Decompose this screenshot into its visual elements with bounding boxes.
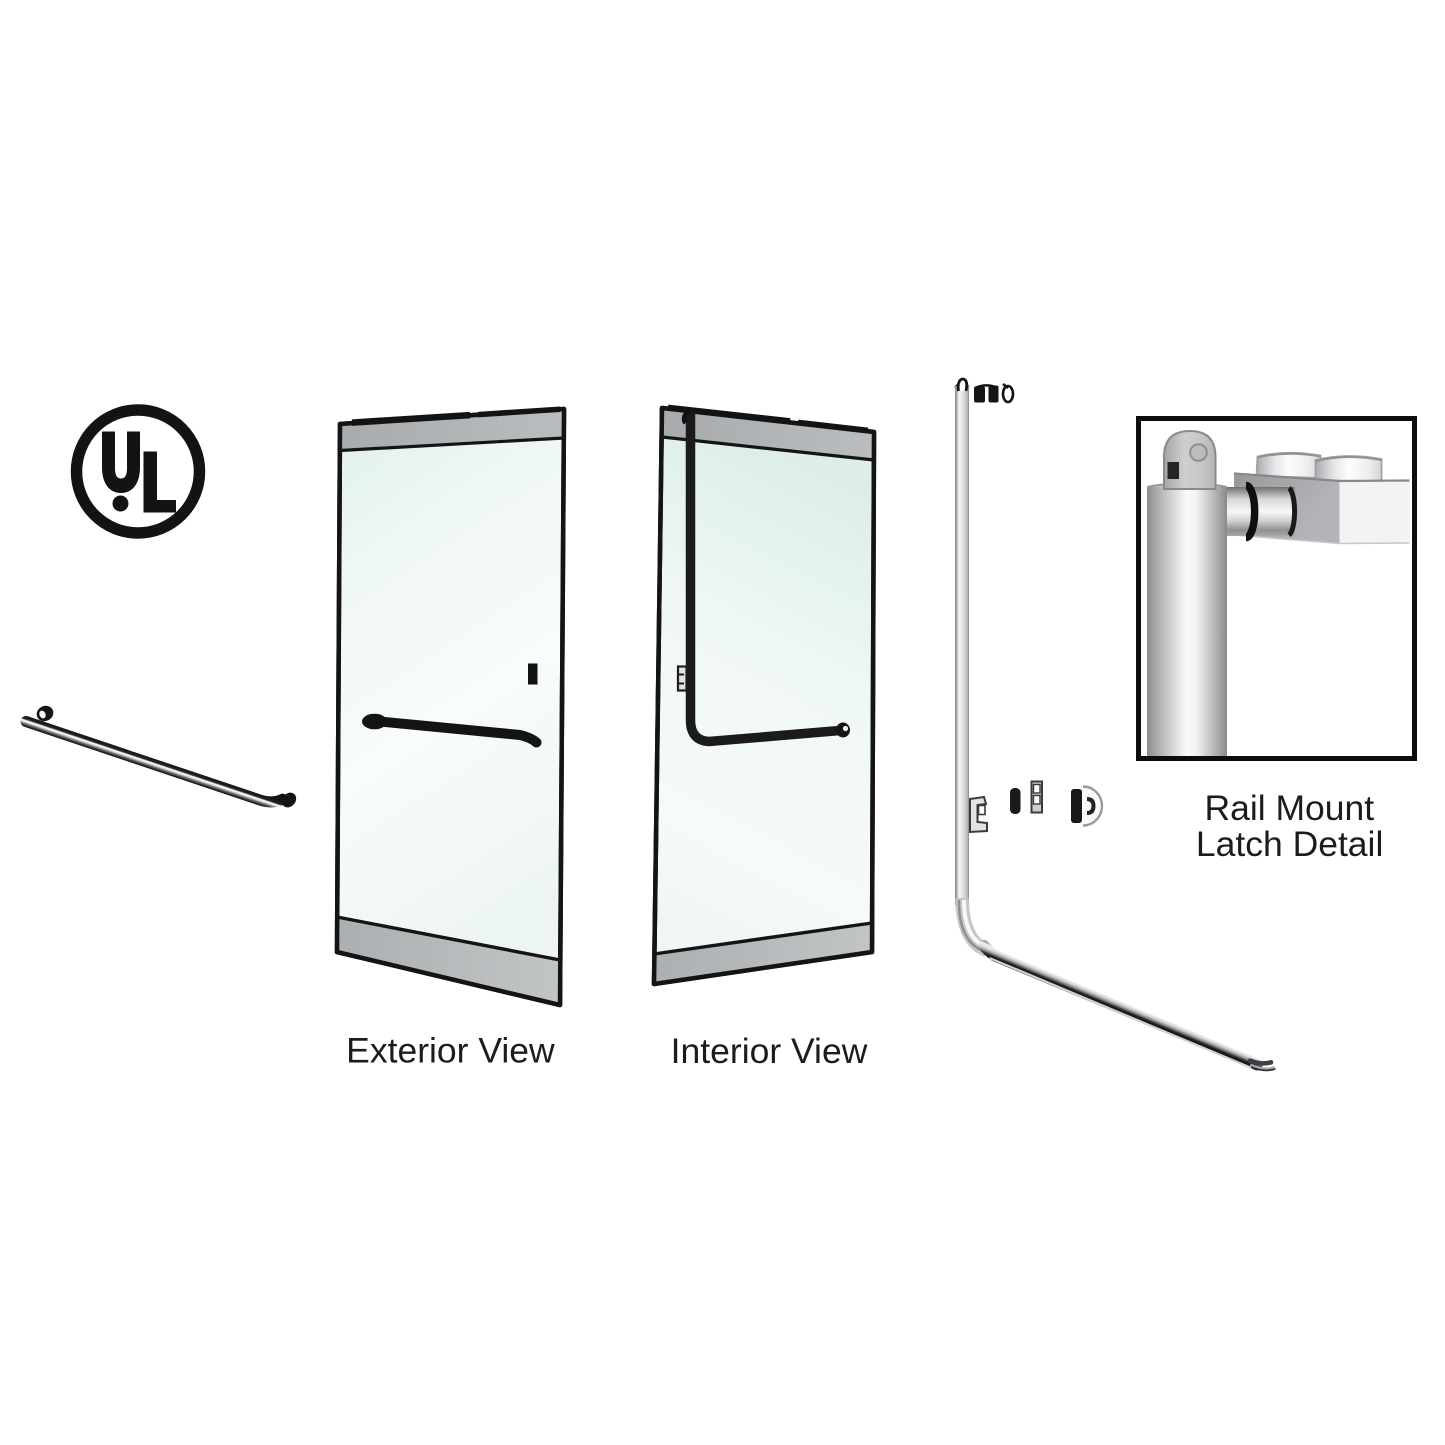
svg-text:Rail Mount: Rail Mount [1204, 788, 1374, 828]
svg-text:Latch Detail: Latch Detail [1196, 824, 1383, 864]
svg-text:Exterior View: Exterior View [346, 1031, 555, 1071]
svg-text:Interior View: Interior View [671, 1031, 868, 1071]
